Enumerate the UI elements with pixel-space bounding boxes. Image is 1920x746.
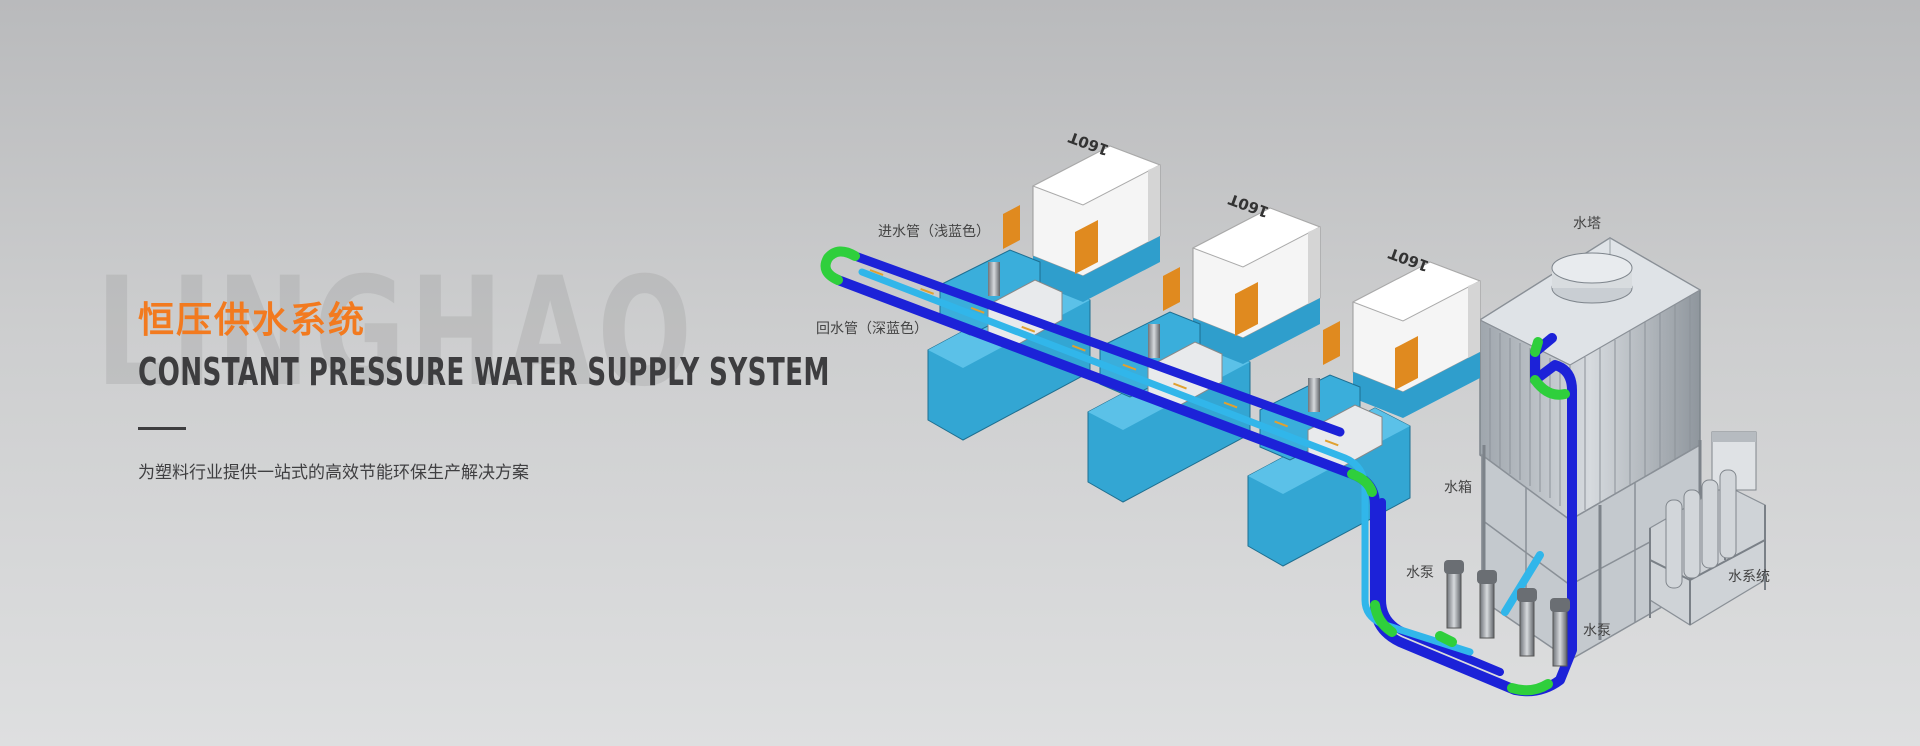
- label-pump-left: 水泵: [1406, 564, 1434, 580]
- label-water-system: 水系统: [1728, 568, 1770, 584]
- pipe-elbows-green: [820, 246, 1570, 696]
- water-pumps-left: [1444, 560, 1497, 639]
- machine-2-badge: 160T: [1225, 190, 1271, 221]
- water-pumps-right: [1517, 588, 1570, 667]
- label-water-tank: 水箱: [1444, 479, 1472, 495]
- page-title-en: CONSTANT PRESSURE WATER SUPPLY SYSTEM: [138, 350, 830, 394]
- title-divider: [138, 427, 186, 430]
- label-pump-right: 水泵: [1583, 622, 1611, 638]
- brand-watermark: LINGHAO: [96, 246, 697, 420]
- page-title-cn: 恒压供水系统: [138, 300, 367, 341]
- machine-3-badge: 160T: [1385, 244, 1431, 275]
- water-treatment-system: [1649, 431, 1766, 626]
- page-subtitle: 为塑料行业提供一站式的高效节能环保生产解决方案: [138, 463, 529, 482]
- label-return-pipe: 回水管（深蓝色）: [816, 320, 928, 336]
- label-water-tower: 水塔: [1573, 215, 1601, 231]
- label-inlet-pipe: 进水管（浅蓝色）: [878, 223, 990, 239]
- machine-1-badge: 160T: [1065, 128, 1111, 159]
